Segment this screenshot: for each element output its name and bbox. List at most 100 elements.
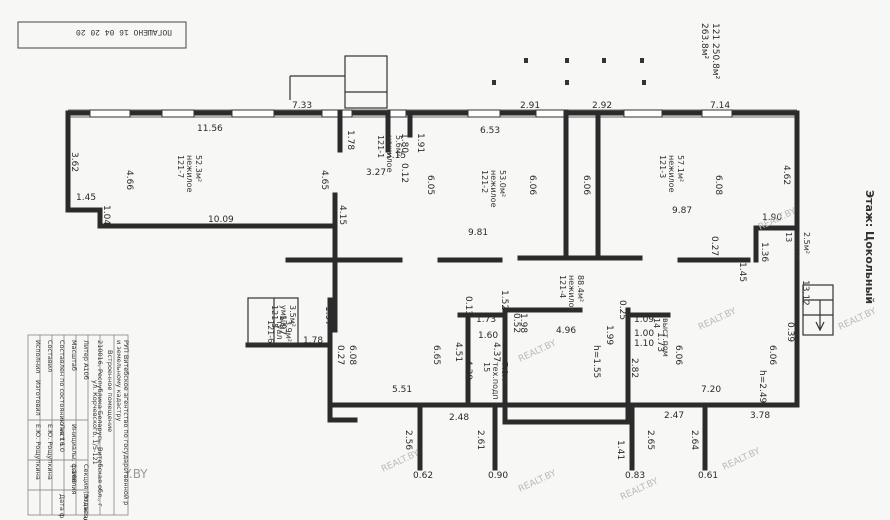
dim-label: 13.12 [800, 280, 810, 306]
dim-label: 1.99 [604, 325, 614, 345]
dim-label: 1.98 [518, 313, 528, 333]
svg-text:15: 15 [482, 362, 491, 372]
svg-text:121-6: 121-6 [266, 320, 275, 343]
svg-text:121-3: 121-3 [658, 155, 667, 178]
svg-text:выст.пом: выст.пом [661, 318, 670, 357]
dim-label: 6.06 [767, 345, 777, 365]
room-14: 14 выст.пом [652, 318, 670, 357]
svg-text:88.4м²: 88.4м² [576, 275, 585, 302]
svg-text:121-1: 121-1 [376, 135, 385, 158]
dim-label: 9.87 [672, 206, 692, 216]
room-121-1: 121-1 нежилое 5.6м² [376, 135, 403, 173]
svg-text:3.9м²: 3.9м² [284, 320, 293, 342]
svg-text:ком.св: ком.св [793, 232, 802, 260]
dim-label: 0.61 [698, 471, 718, 481]
dim-label: 10.09 [208, 215, 234, 225]
room-13: 13 ком.св 2.5м² [784, 232, 811, 260]
svg-text:РУП Витебское агентство по гос: РУП Витебское агентство по государственн… [122, 340, 130, 505]
dim-label: 11.56 [197, 124, 223, 134]
dim-label: 1.00 [634, 329, 654, 339]
dim-label: 2.61 [475, 430, 485, 450]
dim-label: 2.64 [689, 430, 699, 450]
dim-label: 0.27 [335, 345, 345, 365]
dim-label: 1.91 [415, 133, 425, 153]
room-15: 15 тех.подп 7.0м² [482, 362, 509, 400]
dim-label: h=2.49 [757, 370, 767, 404]
dim-label: 0.13 [463, 296, 473, 316]
dim-label: 6.06 [581, 175, 591, 195]
dim-label: 1.60 [478, 331, 498, 341]
dim-label: 0.62 [413, 471, 433, 481]
svg-text:Исполнил: Исполнил [34, 340, 42, 373]
dim-label: 6.08 [347, 345, 357, 365]
svg-text:121-2: 121-2 [480, 170, 489, 193]
title-block: РУП Витебское агентство по государственн… [27, 334, 130, 520]
dim-label: 2.47 [664, 411, 684, 421]
svg-text:7.0м²: 7.0м² [500, 362, 509, 384]
svg-text:Составлен по состоянию на 16.0: Составлен по состоянию на 16.0 [58, 340, 66, 452]
svg-text:умыв: умыв [279, 305, 288, 327]
svg-text:Y.BY: Y.BY [123, 467, 148, 481]
dim-label: 4.39 [463, 360, 473, 380]
dim-label: 1.90 [762, 213, 782, 223]
dim-label: 5.51 [392, 385, 412, 395]
dim-label: 0.27 [709, 236, 719, 256]
dim-label: 1.97 [277, 315, 287, 335]
stamp-text: ПОГАШЕНО 16 04 20 20 [76, 27, 172, 36]
svg-text:Дата ф: Дата ф [58, 494, 66, 519]
svg-text:нежилое: нежилое [567, 275, 576, 313]
dim-label: 1.80 [399, 133, 409, 153]
dim-label: 1.41 [615, 440, 625, 460]
dim-label: 6.05 [425, 175, 435, 195]
dimension-labels: 7.33 11.56 2.91 2.92 7.14 6.53 3.62 4.66… [69, 101, 810, 481]
svg-text:3.5м²: 3.5м² [288, 305, 297, 327]
svg-text:Е.Ю. Рощупкина: Е.Ю. Рощупкина [34, 424, 42, 480]
room-121-3: 121-3 нежилое 57.1м² [658, 155, 685, 193]
room-121-5: 121-5 умыв 3.5м² [270, 305, 297, 328]
dim-label: 0.90 [488, 471, 508, 481]
column-marks [492, 58, 646, 85]
wc-block [247, 297, 299, 345]
dim-label: 4.66 [124, 170, 134, 190]
svg-text:121-7: 121-7 [176, 155, 185, 178]
interior-walls [245, 110, 800, 425]
svg-text:121-4: 121-4 [558, 275, 567, 298]
dim-label: 2.65 [645, 430, 655, 450]
svg-text:2.5м²: 2.5м² [802, 232, 811, 254]
dim-label: 9.81 [468, 228, 488, 238]
dim-label: 1.78 [303, 336, 323, 346]
svg-text:и земельному кадастру: и земельному кадастру [115, 340, 123, 422]
svg-text:Встроенное помещение: Встроенное помещение [106, 350, 114, 432]
svg-text:13: 13 [784, 232, 793, 242]
dim-label: 3.62 [69, 152, 79, 172]
svg-text:1:100: 1:100 [70, 464, 78, 483]
svg-text:Секция (подъезд) 1-4: Секция (подъезд) 1-4 [82, 464, 90, 520]
dim-label: 0.52 [511, 313, 521, 333]
dim-label: 1.45 [737, 262, 747, 282]
dim-label: 2.56 [403, 430, 413, 450]
dim-label: 4.96 [556, 326, 576, 336]
dim-label: 1.36 [759, 242, 769, 262]
svg-text:Литер А10б: Литер А10б [82, 340, 90, 380]
dim-label: 3.27 [366, 168, 386, 178]
dim-label: 6.08 [713, 175, 723, 195]
entrance-steps [289, 55, 388, 109]
dim-label: 1.09 [634, 315, 654, 325]
svg-text:Этаж цок: Этаж цок [82, 494, 90, 520]
svg-text:Е.Ю. Рощупкина: Е.Ю. Рощупкина [46, 424, 54, 480]
windows [68, 109, 797, 118]
svg-text:Масштаб: Масштаб [70, 340, 78, 371]
svg-text:5.6м²: 5.6м² [394, 135, 403, 157]
dim-label: 1.04 [101, 205, 111, 225]
svg-text:210016, Республика Беларусь, В: 210016, Республика Беларусь, Витебская о… [96, 340, 104, 507]
svg-text:Изготовил: Изготовил [34, 380, 42, 416]
dim-label: 3.15 [386, 151, 406, 161]
area-total-sub: 263.8м² [699, 23, 709, 60]
dim-label: 2.91 [520, 101, 540, 111]
svg-text:57.1м²: 57.1м² [676, 155, 685, 182]
dim-label: 1.97 [323, 306, 333, 326]
cancel-stamp: ПОГАШЕНО 16 04 20 20 [17, 21, 187, 49]
dim-label: 1.45 [76, 193, 96, 203]
room-121-4: 121-4 нежилое 88.4м² [558, 275, 585, 313]
dim-label: 7.20 [701, 385, 721, 395]
